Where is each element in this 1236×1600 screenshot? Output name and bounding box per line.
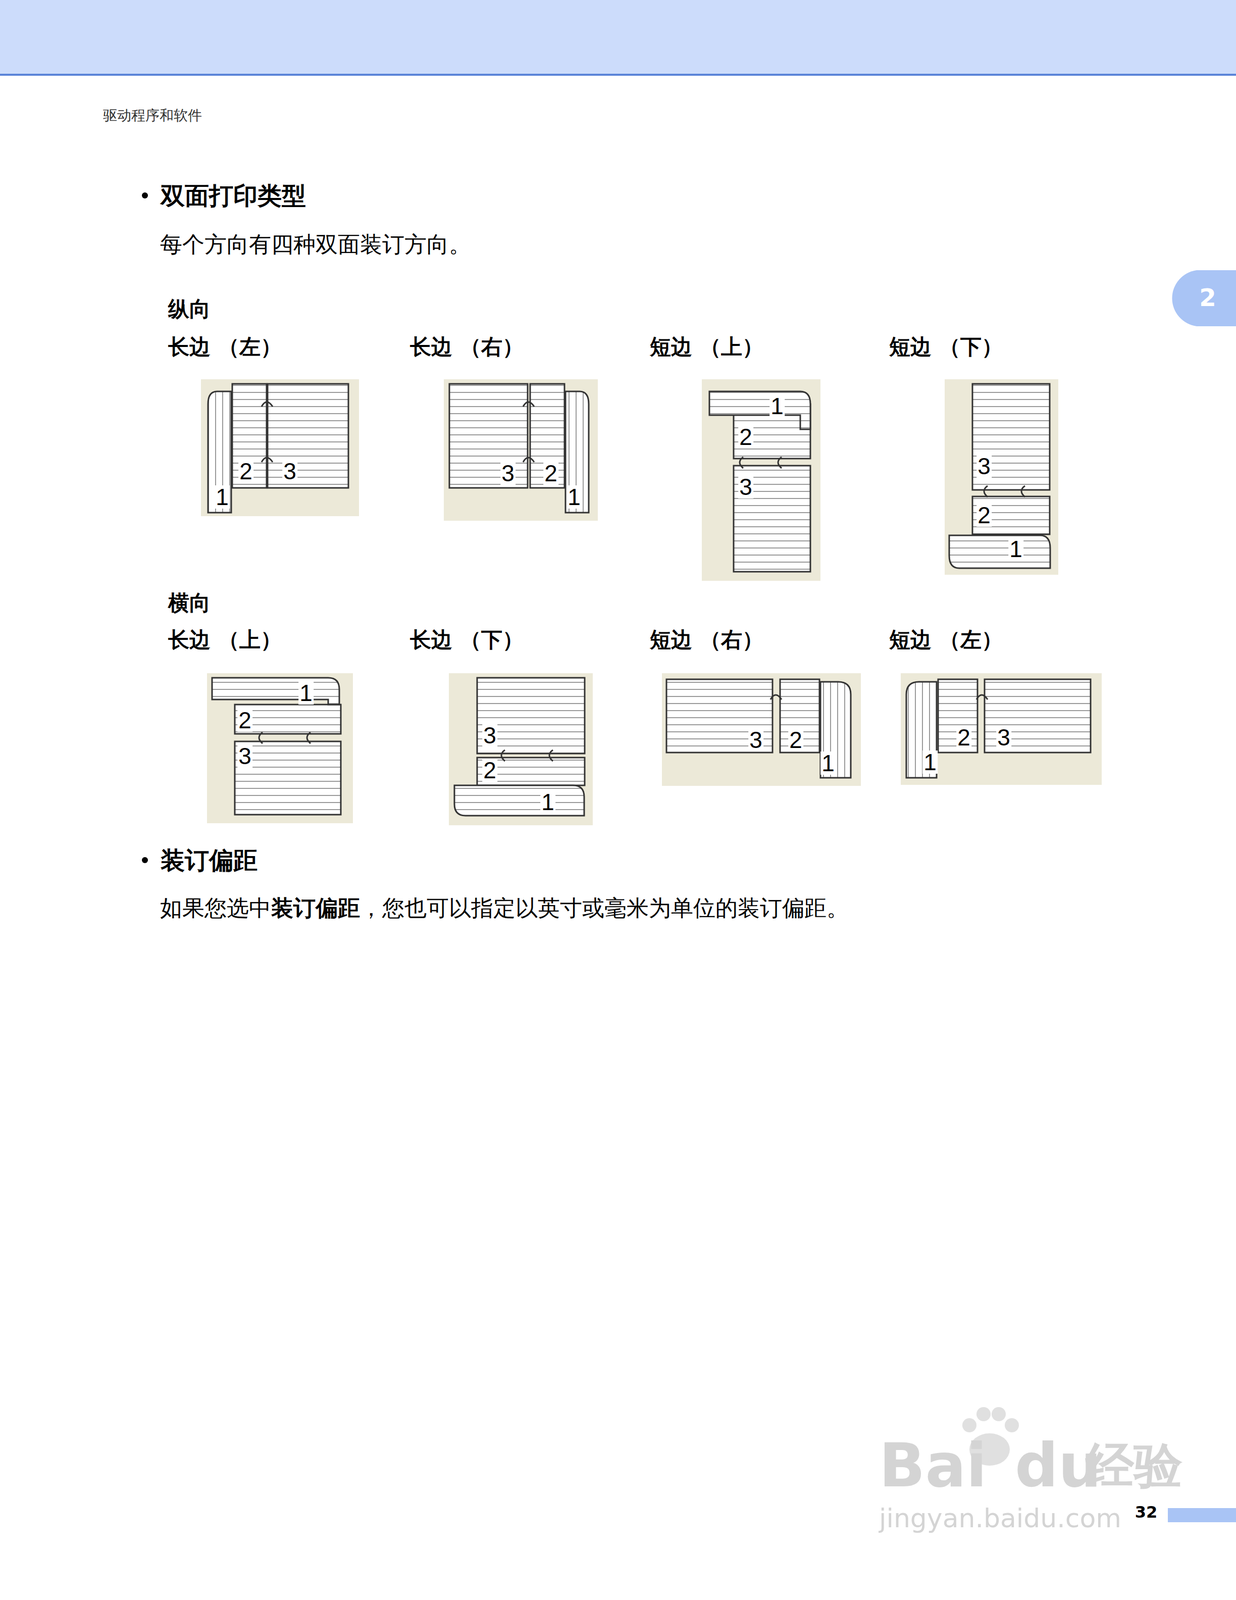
page-number-callout: 3 <box>996 725 1012 749</box>
page-number: 32 <box>1135 1502 1158 1522</box>
page-number-callout: 1 <box>566 485 582 509</box>
watermark-text: jingyan.baidu.com <box>879 1502 1122 1534</box>
page-number-callout: 3 <box>500 461 516 485</box>
column-heading: 长边 （上） <box>168 627 282 653</box>
section-heading: 装订偏距 <box>160 845 258 875</box>
body-text: ，您也可以指定以英寸或毫米为单位的装订偏距。 <box>359 894 849 921</box>
body-text: 如果您选中 <box>160 894 272 921</box>
section-heading: 双面打印类型 <box>160 181 306 211</box>
column-heading: 短边 （右） <box>649 627 764 653</box>
page-number-callout: 1 <box>540 790 556 814</box>
page-number-callout: 3 <box>237 744 253 768</box>
bold-term: 装订偏距 <box>271 894 360 921</box>
body-text: 每个方向有四种双面装订方向。 <box>160 231 472 259</box>
page-number-callout: 2 <box>976 503 992 527</box>
page-number-callout: 3 <box>482 723 498 747</box>
page-number-callout: 1 <box>820 751 836 775</box>
page-number-callout: 1 <box>922 750 938 774</box>
chapter-number: 2 <box>1199 283 1216 313</box>
column-heading: 短边 （上） <box>649 334 764 360</box>
page-number-callout: 3 <box>738 475 754 499</box>
footer-bar <box>1167 1507 1236 1522</box>
running-header: 驱动程序和软件 <box>103 107 202 125</box>
page-number-callout: 3 <box>748 728 764 752</box>
bullet <box>141 192 148 199</box>
page-number-callout: 3 <box>976 454 992 478</box>
column-heading: 长边 （下） <box>409 627 524 653</box>
page-number-callout: 2 <box>237 708 253 732</box>
page-number-callout: 2 <box>238 459 254 483</box>
page-number-callout: 2 <box>956 725 972 749</box>
page-number-callout: 2 <box>543 461 559 485</box>
group-heading: 纵向 <box>168 296 211 322</box>
page-number-callout: 1 <box>1008 537 1024 561</box>
page-number-callout: 2 <box>788 728 804 752</box>
binding-figures <box>200 379 1102 826</box>
page-number-callout: 2 <box>738 425 754 449</box>
bullet <box>141 856 148 863</box>
header-rule <box>0 73 1236 76</box>
column-heading: 短边 （左） <box>889 627 1003 653</box>
watermark-text: Bai <box>879 1428 988 1502</box>
watermark-text: 经验 <box>1085 1436 1183 1495</box>
page-number-callout: 1 <box>769 394 785 418</box>
page-number-callout: 1 <box>214 485 230 509</box>
page-number-callout: 1 <box>298 681 314 705</box>
group-heading: 横向 <box>168 590 211 616</box>
page-number-callout: 3 <box>282 459 298 483</box>
header-band <box>0 0 1236 75</box>
body-text: 如果您选中装订偏距，您也可以指定以英寸或毫米为单位的装订偏距。 <box>160 894 849 922</box>
chapter-tab <box>1171 270 1236 327</box>
column-heading: 长边 （左） <box>168 334 282 360</box>
page-number-callout: 2 <box>482 758 498 782</box>
column-heading: 长边 （右） <box>409 334 524 360</box>
column-heading: 短边 （下） <box>889 334 1003 360</box>
